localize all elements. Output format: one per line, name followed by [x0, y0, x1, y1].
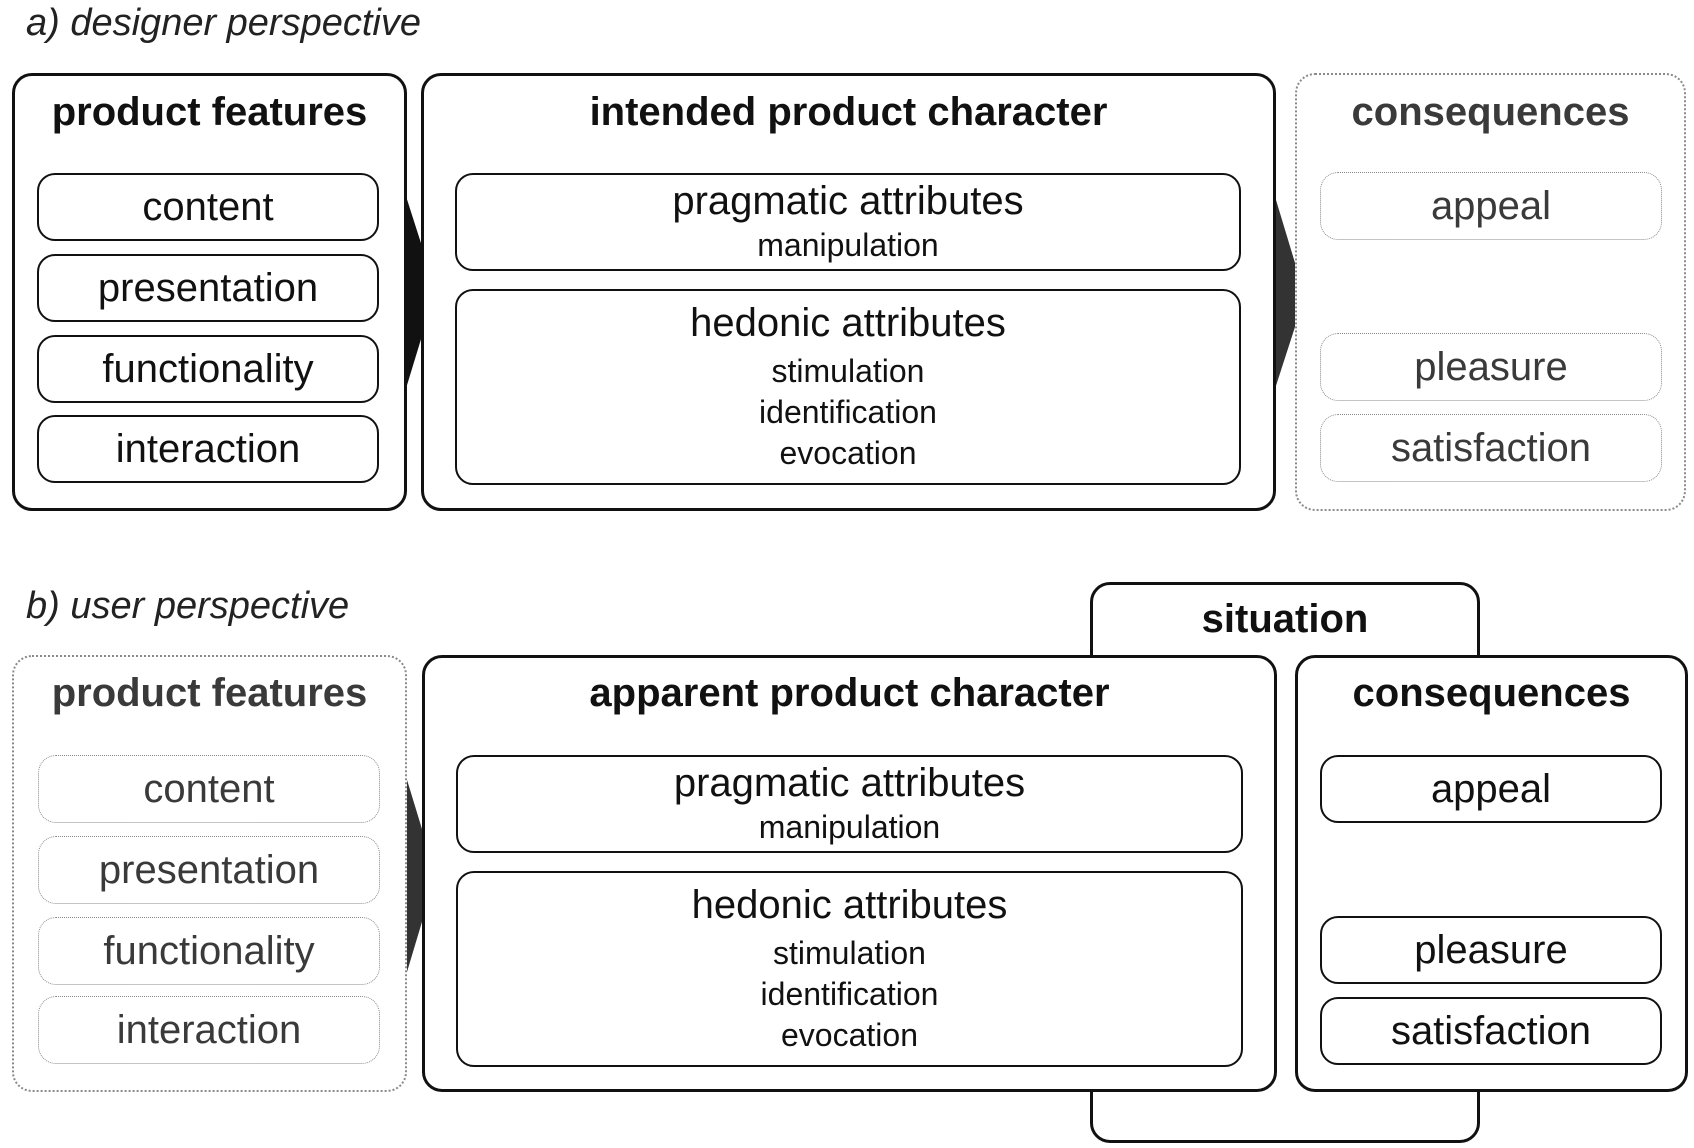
b-consequences-title: consequences [1352, 671, 1631, 715]
b-hedonic-sub-evocation: evocation [781, 1017, 918, 1053]
a-pragmatic-box: pragmatic attributes manipulation [455, 173, 1241, 271]
section-a-heading: a) designer perspective [26, 2, 421, 44]
a-pragmatic-title: pragmatic attributes [672, 179, 1024, 223]
b-consequence-appeal: appeal [1320, 755, 1662, 823]
arrow-b-features-to-character [404, 770, 436, 982]
b-hedonic-title: hedonic attributes [691, 883, 1008, 927]
b-product-features-title: product features [51, 671, 368, 715]
b-hedonic-box: hedonic attributes stimulation identific… [456, 871, 1243, 1067]
a-feature-content: content [37, 173, 379, 241]
a-feature-functionality: functionality [37, 335, 379, 403]
a-pragmatic-sub-manipulation: manipulation [757, 227, 939, 263]
b-consequences-panel: consequences appeal pleasure satisfactio… [1295, 655, 1688, 1092]
b-hedonic-sub-identification: identification [760, 976, 939, 1012]
a-hedonic-sub-evocation: evocation [779, 435, 917, 471]
b-feature-content: content [38, 755, 380, 823]
b-feature-interaction: interaction [38, 996, 380, 1064]
a-hedonic-box: hedonic attributes stimulation identific… [455, 289, 1241, 485]
a-character-title: intended product character [589, 90, 1108, 134]
b-hedonic-sub-stimulation: stimulation [773, 935, 926, 971]
b-feature-presentation: presentation [38, 836, 380, 904]
situation-label: situation [1201, 597, 1369, 641]
a-character-panel: intended product character pragmatic att… [421, 73, 1276, 511]
b-consequence-pleasure: pleasure [1320, 916, 1662, 984]
a-product-features-title: product features [51, 90, 368, 134]
arrow-a-character-to-consequences [1273, 190, 1305, 395]
b-character-panel: apparent product character pragmatic att… [422, 655, 1277, 1092]
section-b-heading: b) user perspective [26, 585, 350, 627]
a-product-features-panel: product features content presentation fu… [12, 73, 407, 511]
b-consequence-satisfaction: satisfaction [1320, 997, 1662, 1065]
a-hedonic-title: hedonic attributes [690, 301, 1006, 345]
b-pragmatic-sub-manipulation: manipulation [758, 809, 941, 845]
b-product-features-panel: product features content presentation fu… [12, 655, 407, 1092]
a-consequence-pleasure: pleasure [1320, 333, 1662, 401]
a-feature-presentation: presentation [37, 254, 379, 322]
b-feature-functionality: functionality [38, 917, 380, 985]
a-hedonic-sub-identification: identification [759, 394, 937, 430]
a-consequences-panel: consequences appeal pleasure satisfactio… [1295, 73, 1686, 511]
a-consequence-satisfaction: satisfaction [1320, 414, 1662, 482]
a-consequences-title: consequences [1351, 90, 1630, 134]
b-pragmatic-box: pragmatic attributes manipulation [456, 755, 1243, 853]
arrow-a-features-to-character [404, 190, 436, 395]
a-hedonic-sub-stimulation: stimulation [771, 353, 925, 389]
b-character-title: apparent product character [589, 671, 1110, 715]
b-pragmatic-title: pragmatic attributes [673, 761, 1026, 805]
a-feature-interaction: interaction [37, 415, 379, 483]
a-consequence-appeal: appeal [1320, 172, 1662, 240]
